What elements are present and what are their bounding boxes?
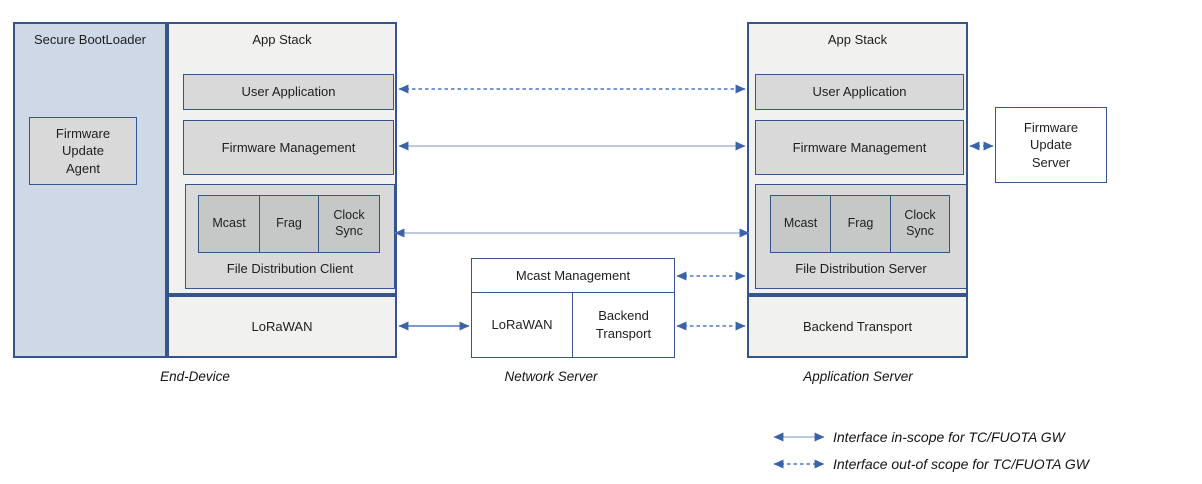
lorawan-end-device-box: LoRaWAN bbox=[167, 295, 397, 358]
app-stack-right-title: App Stack bbox=[827, 32, 888, 47]
file-distribution-server-label: File Distribution Server bbox=[795, 261, 927, 276]
backend-transport-application-server-box: Backend Transport bbox=[747, 295, 968, 358]
end-device-caption: End-Device bbox=[160, 369, 230, 384]
firmware-management-left-label: Firmware Management bbox=[221, 139, 356, 155]
lorawan-network-server-label: LoRaWAN bbox=[491, 316, 553, 332]
app-stack-left-box: App Stack User Application Firmware Mana… bbox=[167, 22, 397, 295]
mcast-module-left: Mcast bbox=[198, 195, 260, 253]
clock-sync-module-right: Clock Sync bbox=[890, 195, 950, 253]
app-stack-right-box: App Stack User Application Firmware Mana… bbox=[747, 22, 968, 295]
firmware-update-agent-label: Firmware Update Agent bbox=[55, 126, 111, 176]
file-distribution-client-box: Mcast Frag Clock Sync File Distribution … bbox=[185, 184, 395, 289]
frag-module-left: Frag bbox=[258, 195, 320, 253]
frag-module-right: Frag bbox=[829, 195, 892, 253]
firmware-update-server-box: Firmware Update Server bbox=[995, 107, 1107, 183]
application-server-caption: Application Server bbox=[803, 369, 913, 384]
file-distribution-client-label: File Distribution Client bbox=[226, 261, 354, 276]
lorawan-end-device-label: LoRaWAN bbox=[251, 318, 313, 334]
backend-transport-network-server-box: Backend Transport bbox=[572, 291, 675, 358]
user-application-right-box: User Application bbox=[755, 74, 964, 110]
lorawan-network-server-box: LoRaWAN bbox=[471, 291, 573, 358]
firmware-update-agent-box: Firmware Update Agent bbox=[29, 117, 137, 185]
firmware-update-server-label: Firmware Update Server bbox=[1023, 120, 1079, 170]
file-distribution-server-box: Mcast Frag Clock Sync File Distribution … bbox=[755, 184, 967, 289]
legend-in-scope-label: Interface in-scope for TC/FUOTA GW bbox=[833, 429, 1065, 445]
user-application-left-box: User Application bbox=[183, 74, 394, 110]
network-server-caption: Network Server bbox=[504, 369, 598, 384]
backend-transport-network-server-label: Backend Transport bbox=[595, 308, 652, 341]
user-application-left-label: User Application bbox=[241, 84, 336, 100]
secure-bootloader-title: Secure BootLoader bbox=[33, 32, 147, 47]
firmware-management-right-box: Firmware Management bbox=[755, 120, 964, 175]
clock-sync-module-left: Clock Sync bbox=[318, 195, 380, 253]
mcast-module-right: Mcast bbox=[770, 195, 831, 253]
app-stack-left-title: App Stack bbox=[252, 32, 312, 47]
firmware-management-left-box: Firmware Management bbox=[183, 120, 394, 175]
mcast-management-label: Mcast Management bbox=[515, 267, 631, 283]
mcast-management-box: Mcast Management bbox=[471, 258, 675, 293]
firmware-management-right-label: Firmware Management bbox=[792, 139, 927, 155]
user-application-right-label: User Application bbox=[812, 84, 907, 100]
legend-out-of-scope-label: Interface out-of scope for TC/FUOTA GW bbox=[833, 456, 1089, 472]
backend-transport-application-server-label: Backend Transport bbox=[802, 318, 913, 334]
secure-bootloader-box: Secure BootLoader Firmware Update Agent bbox=[13, 22, 167, 358]
